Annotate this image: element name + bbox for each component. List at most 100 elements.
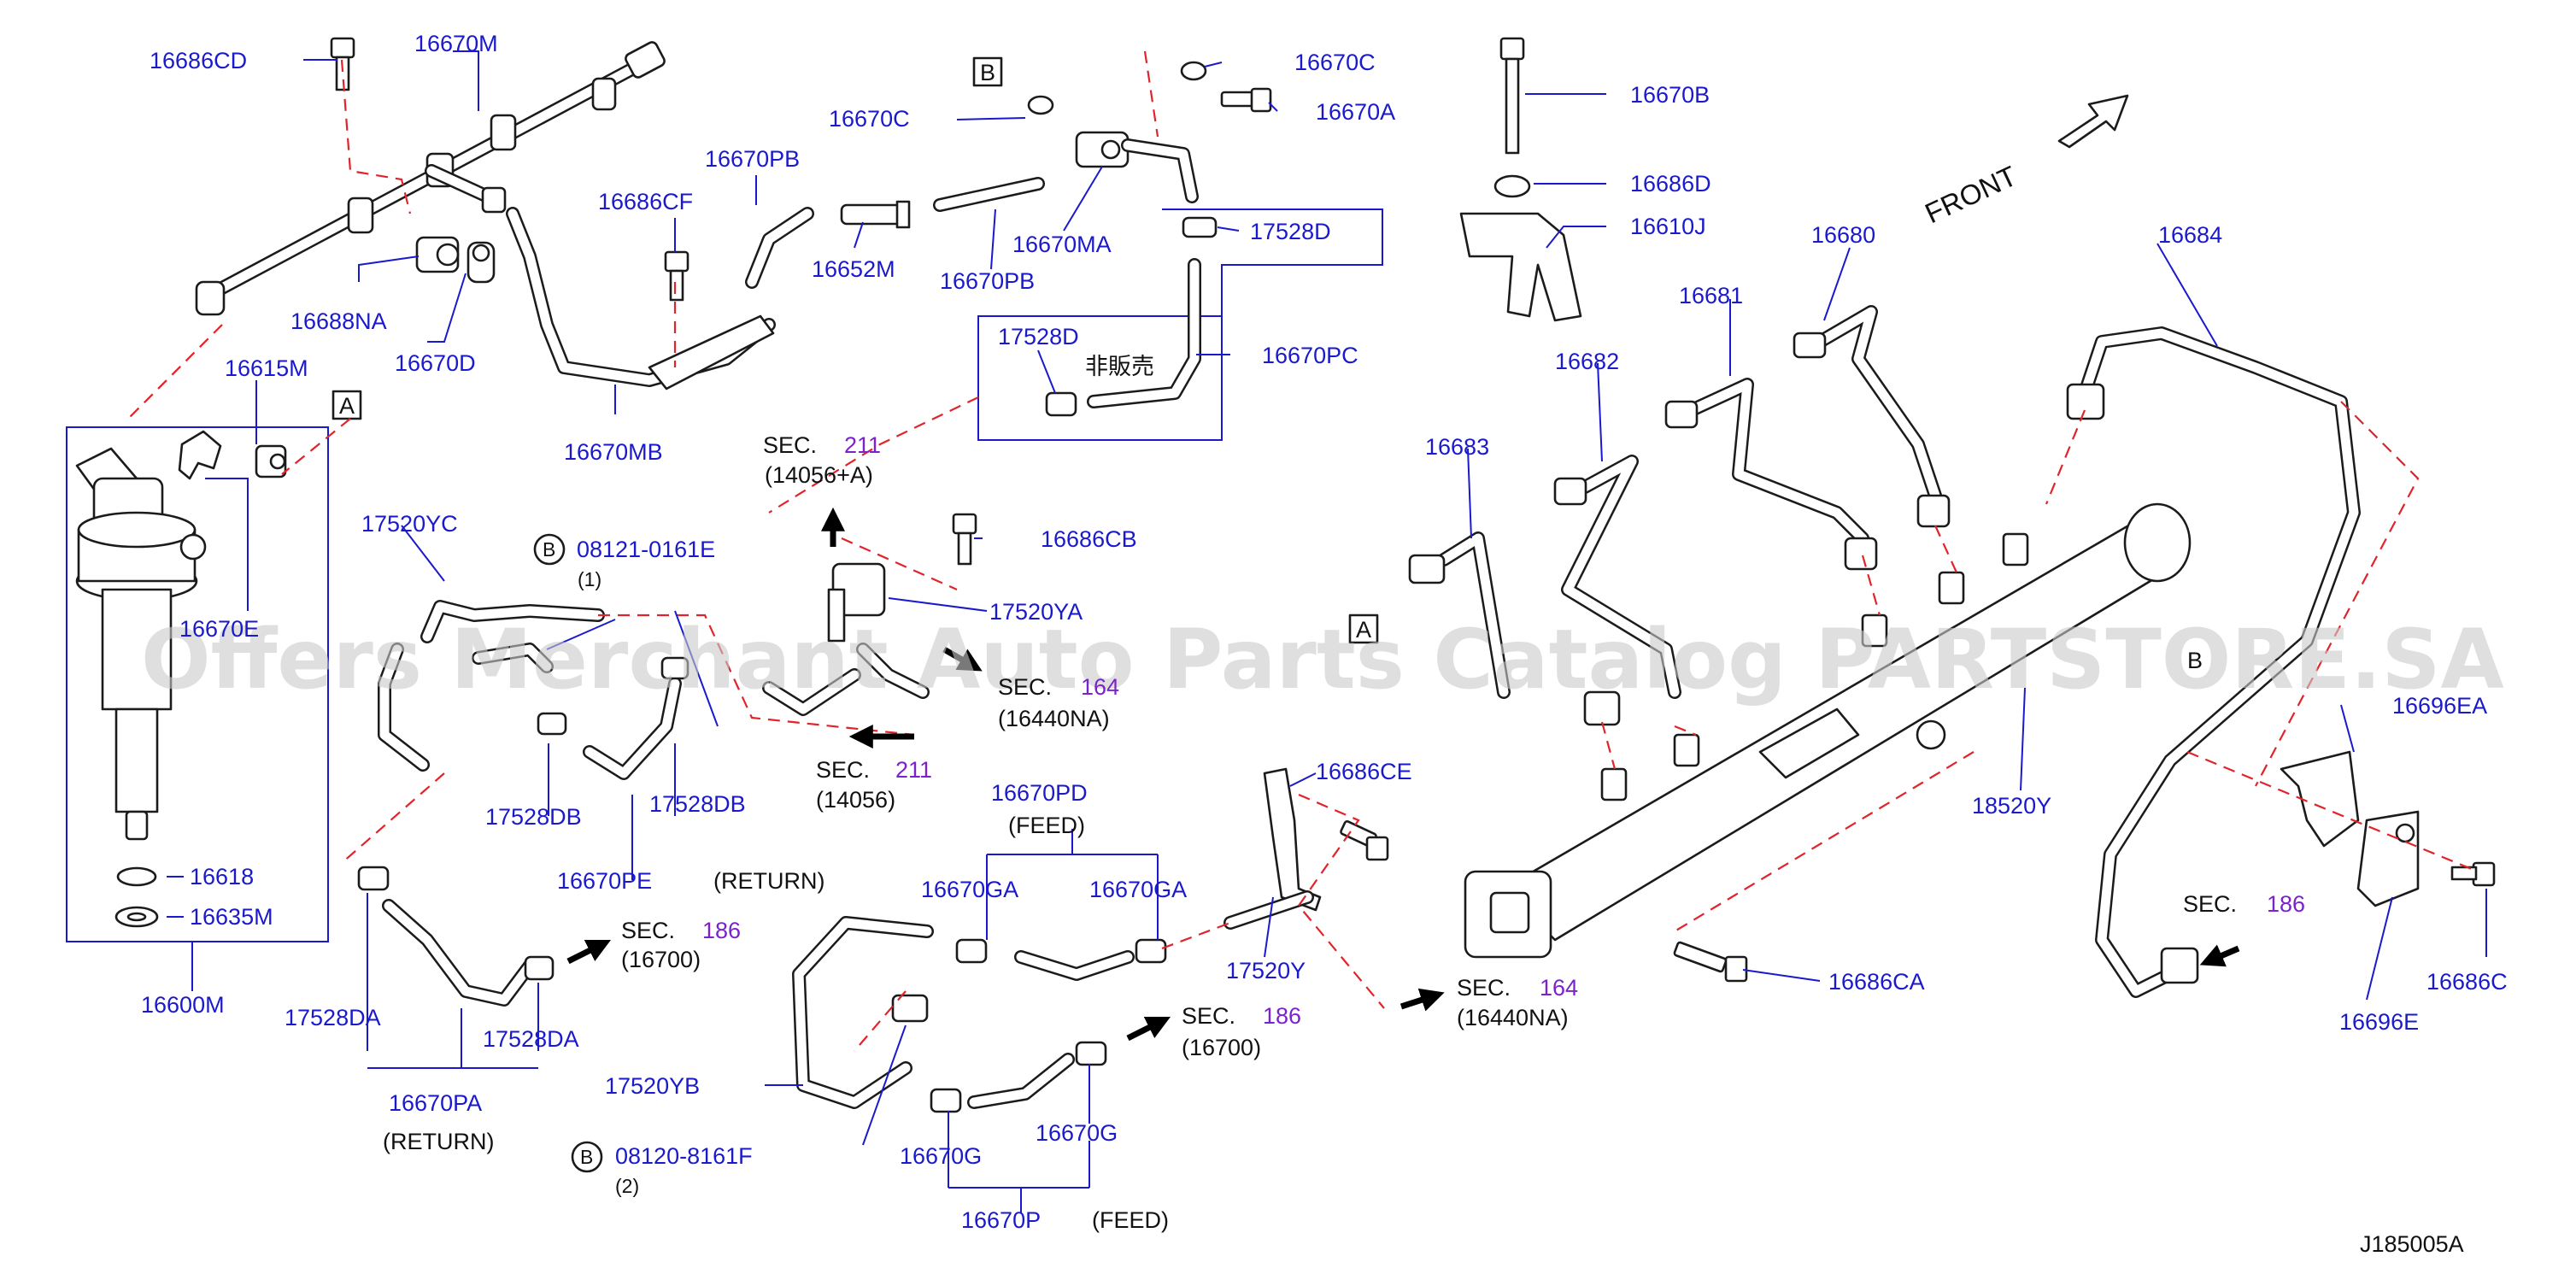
ref-letters: B A A B B B xyxy=(339,60,2203,1168)
sec-ref: (14056+A) xyxy=(765,462,873,488)
ref-letter-b-rail: B xyxy=(2187,648,2203,673)
connector-16652m xyxy=(840,200,911,229)
sec-211-a[interactable]: SEC. 211 (14056+A) xyxy=(763,432,881,488)
label-16670g[interactable]: 16670G xyxy=(900,1143,982,1169)
label-17520yc[interactable]: 17520YC xyxy=(361,511,458,537)
label-16670pc[interactable]: 16670PC xyxy=(1262,343,1358,368)
label-16618[interactable]: 16618 xyxy=(190,864,254,889)
injection-tube-16682 xyxy=(1553,455,1681,726)
label-16680[interactable]: 16680 xyxy=(1811,222,1875,248)
label-17528db[interactable]: 17528DB xyxy=(485,804,582,830)
hose-16670p xyxy=(967,1053,1075,1109)
label-16670ma[interactable]: 16670MA xyxy=(1012,232,1112,257)
sec-211-b[interactable]: SEC. 211 (14056) xyxy=(816,757,932,813)
label-16670a[interactable]: 16670A xyxy=(1316,99,1395,125)
sec-164-a[interactable]: SEC. 164 (16440NA) xyxy=(998,674,1119,731)
label-16686cf[interactable]: 16686CF xyxy=(598,189,693,214)
bolt-16686cd xyxy=(330,37,355,91)
sec-prefix: SEC. xyxy=(1457,975,1511,1001)
bolt-16686cb xyxy=(952,513,977,566)
label-16610j[interactable]: 16610J xyxy=(1630,214,1706,239)
label-16682[interactable]: 16682 xyxy=(1555,349,1619,374)
hose-group-box xyxy=(977,208,1383,441)
label-08121-0161e[interactable]: 08121-0161E xyxy=(577,537,715,562)
section-references: SEC. 211 (14056+A) SEC. 164 (16440NA) SE… xyxy=(621,432,2305,1060)
hose-16670mb xyxy=(506,207,776,390)
label-16670c-2[interactable]: 16670C xyxy=(1294,50,1376,75)
label-16670mb[interactable]: 16670MB xyxy=(564,439,663,465)
washer-16670c xyxy=(1027,95,1054,115)
label-17528da-2[interactable]: 17528DA xyxy=(483,1026,579,1052)
sec-number: 211 xyxy=(844,432,881,458)
label-16670pb-2[interactable]: 16670PB xyxy=(940,268,1035,294)
injection-tube-16683 xyxy=(1408,531,1511,699)
label-16686cb[interactable]: 16686CB xyxy=(1041,526,1137,552)
arrow-sec186b xyxy=(1126,1016,1171,1042)
pipe-17520ya xyxy=(762,562,930,716)
label-16670ga[interactable]: 16670GA xyxy=(921,877,1018,902)
sec-prefix: SEC. xyxy=(621,918,675,943)
pipe-17520y xyxy=(1223,767,1322,930)
notes: (1) (2) (RETURN) (RETURN) (FEED) (FEED) xyxy=(383,568,1169,1233)
label-16696ea[interactable]: 16696EA xyxy=(2392,693,2487,719)
clamp-17528d xyxy=(1045,216,1218,417)
label-16688na[interactable]: 16688NA xyxy=(290,308,387,334)
hose-16670pb-2 xyxy=(933,177,1045,212)
ref-letter-b-top: B xyxy=(980,60,995,85)
label-16670d[interactable]: 16670D xyxy=(395,350,476,376)
label-16686ce[interactable]: 16686CE xyxy=(1316,759,1412,784)
not-for-sale-label: 非販売 xyxy=(1085,354,1154,380)
bolt-16686ca xyxy=(1673,941,1748,983)
sec-164-b[interactable]: SEC. 164 (16440NA) xyxy=(1457,975,1578,1030)
label-17520y[interactable]: 17520Y xyxy=(1226,958,1306,983)
label-16670pd[interactable]: 16670PD xyxy=(991,780,1088,806)
label-17520yb[interactable]: 17520YB xyxy=(605,1073,700,1099)
label-16686cd[interactable]: 16686CD xyxy=(150,48,247,73)
arrow-sec186c xyxy=(2199,944,2240,967)
label-16683[interactable]: 16683 xyxy=(1425,434,1489,460)
sec-186-b[interactable]: SEC. 186 (16700) xyxy=(1182,1003,1301,1060)
ref-letter-a-left: A xyxy=(339,393,355,419)
label-08120-8161f[interactable]: 08120-8161F xyxy=(615,1143,753,1169)
label-17528d-2[interactable]: 17528D xyxy=(998,324,1079,349)
label-16681[interactable]: 16681 xyxy=(1679,283,1743,308)
washer-hole xyxy=(126,912,147,922)
label-16670e[interactable]: 16670E xyxy=(179,616,259,642)
label-17528d[interactable]: 17528D xyxy=(1250,219,1331,244)
bolt-16686cf xyxy=(664,250,689,302)
sec-number: 164 xyxy=(1540,975,1578,1001)
label-16670p[interactable]: 16670P xyxy=(961,1207,1041,1233)
label-16686ca[interactable]: 16686CA xyxy=(1828,969,1925,995)
label-17528da[interactable]: 17528DA xyxy=(285,1005,381,1030)
label-16670pe[interactable]: 16670PE xyxy=(557,868,652,894)
diagram-code: J185005A xyxy=(2360,1231,2464,1257)
label-17520ya[interactable]: 17520YA xyxy=(989,599,1083,625)
sec-prefix: SEC. xyxy=(998,674,1052,700)
label-16686d[interactable]: 16686D xyxy=(1630,171,1711,197)
label-16670pb[interactable]: 16670PB xyxy=(705,146,800,172)
label-16686c[interactable]: 16686C xyxy=(2426,969,2508,995)
label-16600m[interactable]: 16600M xyxy=(141,992,225,1018)
label-18520y[interactable]: 18520Y xyxy=(1972,793,2051,819)
sec-ref: (16700) xyxy=(1182,1035,1261,1060)
sec-prefix: SEC. xyxy=(816,757,870,783)
label-16684[interactable]: 16684 xyxy=(2158,222,2222,248)
label-16670c[interactable]: 16670C xyxy=(829,106,910,132)
label-16670m[interactable]: 16670M xyxy=(414,31,498,56)
label-16670g-2[interactable]: 16670G xyxy=(1036,1120,1118,1146)
label-16670pa[interactable]: 16670PA xyxy=(389,1090,482,1116)
sec-ref: (16440NA) xyxy=(1457,1005,1569,1030)
label-16652m[interactable]: 16652M xyxy=(812,256,895,282)
guide-lines xyxy=(127,50,2479,1052)
label-16635m[interactable]: 16635M xyxy=(190,904,273,930)
joint-16670ma xyxy=(1075,131,1199,203)
hose-16670pb xyxy=(745,207,814,289)
label-16670b[interactable]: 16670B xyxy=(1630,82,1710,108)
label-16696e[interactable]: 16696E xyxy=(2339,1009,2419,1035)
label-16670ga-2[interactable]: 16670GA xyxy=(1089,877,1187,902)
sec-186-c[interactable]: SEC. 186 xyxy=(2183,891,2305,917)
sec-186-a[interactable]: SEC. 186 (16700) xyxy=(621,918,741,972)
label-16615m[interactable]: 16615M xyxy=(225,355,308,381)
label-17528db-2[interactable]: 17528DB xyxy=(649,791,746,817)
bracket-16696e xyxy=(2356,810,2420,907)
